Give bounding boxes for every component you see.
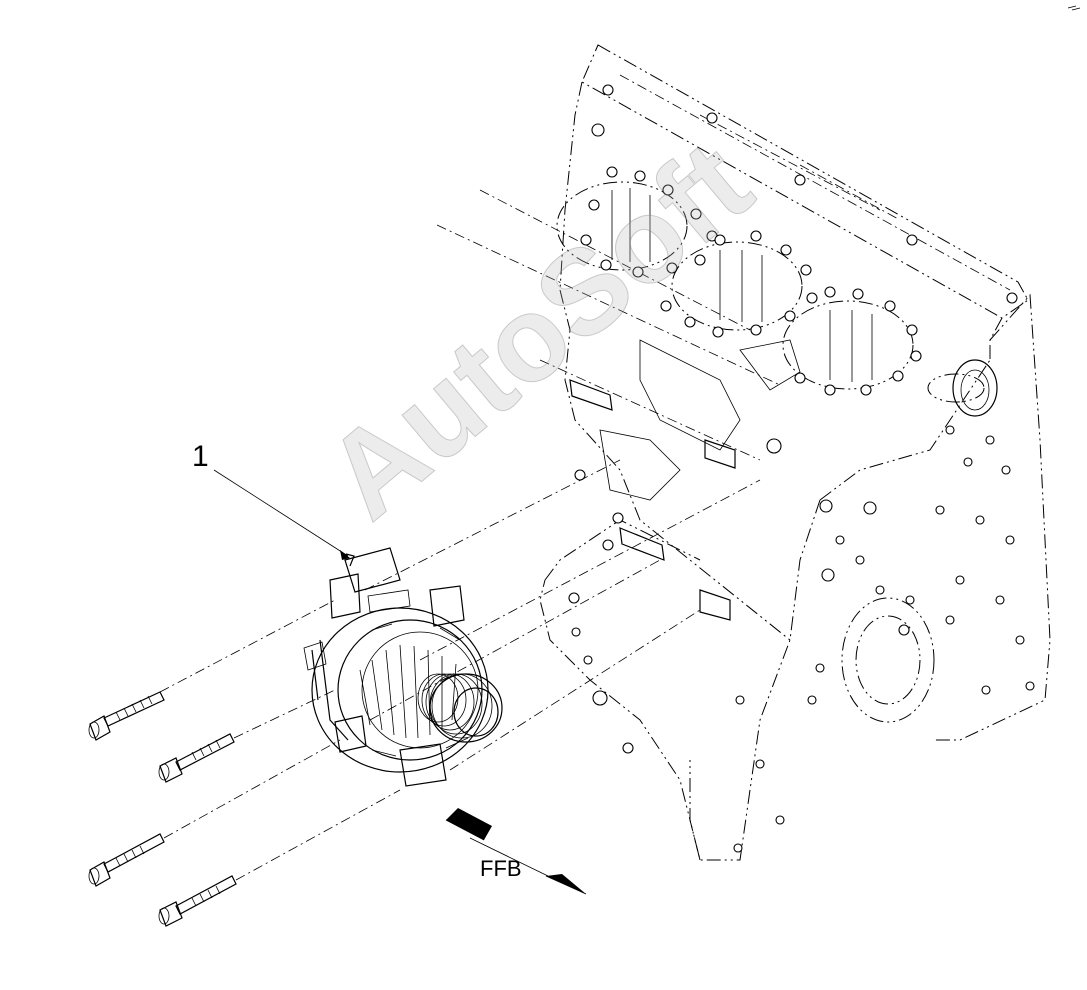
bolt-center-lines [159, 459, 761, 881]
bolt-2 [158, 733, 235, 783]
ffb-direction-label: FFB [480, 856, 522, 881]
bolt-3 [88, 833, 165, 887]
engine-block [436, 44, 1051, 861]
callout-number-1[interactable]: 1 [192, 440, 209, 473]
alternator [303, 547, 503, 787]
deck-bolt-holes [580, 84, 1018, 396]
corner-mark [1067, 5, 1081, 11]
bolt-1 [88, 691, 165, 741]
callout-leader-1 [213, 469, 350, 560]
alternator-fan-vanes [359, 623, 469, 757]
alternator-pulley [417, 673, 503, 743]
front-face-holes [568, 425, 1035, 853]
ffb-direction-arrow [445, 808, 587, 895]
bolt-4 [158, 875, 237, 927]
